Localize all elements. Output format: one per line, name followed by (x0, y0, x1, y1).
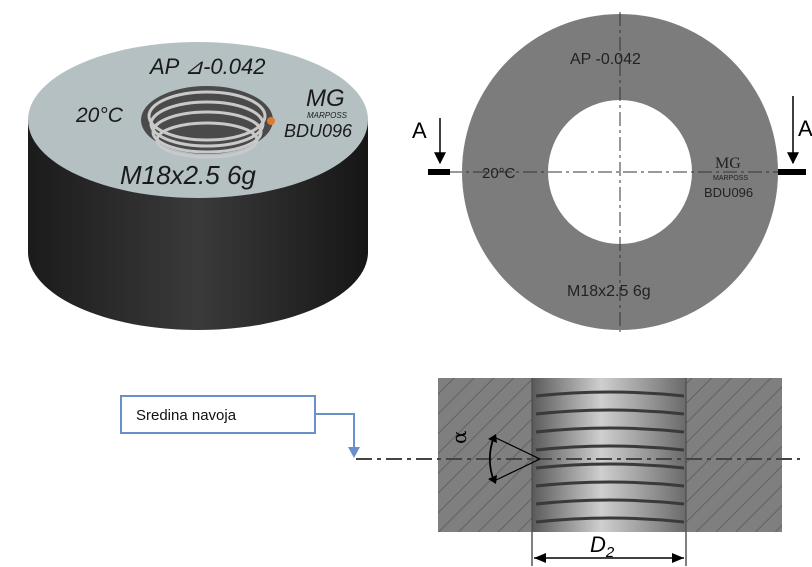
ring-thread-label: M18x2.5 6g (120, 160, 256, 190)
section-view: α D2 (316, 378, 800, 566)
callout-arrow (348, 447, 360, 458)
dim-arrow-left (534, 553, 546, 563)
callout-box: Sredina navoja (120, 395, 316, 434)
diameter-subscript: 2 (605, 544, 615, 561)
ring-temperature-label: 20°C (75, 104, 124, 127)
section-thread-lines (535, 390, 685, 524)
ring-code-label: BDU096 (284, 121, 353, 141)
section-marker-right: A (778, 96, 812, 175)
section-marker-left: A (412, 118, 450, 175)
section-bar-left (428, 169, 450, 175)
front-maker-sub-label: MARPOSS (713, 175, 748, 182)
angle-symbol: α (447, 430, 471, 444)
angle-arrow-upper (488, 434, 497, 443)
front-view: AP -0.042 20°C MG MARPOSS BDU096 M18x2.5… (412, 12, 812, 332)
section-bar-right (778, 169, 806, 175)
front-temperature-label: 20°C (482, 165, 516, 182)
section-thread-bore (532, 378, 686, 532)
dim-arrow-right (672, 553, 684, 563)
angle-arrow-lower (488, 475, 497, 484)
front-thread-label: M18x2.5 6g (567, 283, 651, 300)
ring-bore-threads (147, 90, 267, 159)
ring-maker-label: MG (306, 85, 345, 112)
flank-line-upper (493, 436, 541, 460)
callout-connector (316, 413, 355, 449)
diameter-label: D2 (590, 532, 615, 561)
section-label-left: A (412, 118, 427, 143)
front-maker-label: MG (715, 155, 741, 172)
ring-marker-dot (267, 117, 275, 125)
ring-maker-sub-label: MARPOSS (307, 111, 348, 120)
callout-text: Sredina navoja (136, 407, 237, 424)
front-tolerance-label: AP -0.042 (570, 51, 641, 68)
diameter-letter: D (590, 532, 606, 557)
front-code-label: BDU096 (704, 185, 753, 200)
ring-tolerance-label: AP ⊿-0.042 (148, 54, 265, 79)
section-label-right: A (798, 116, 812, 141)
flank-line-lower (493, 458, 541, 482)
flank-angle: α (447, 430, 541, 484)
diameter-dimension: D2 (531, 532, 687, 566)
ring-3d: AP ⊿-0.042 20°C MG MARPOSS BDU096 M18x2.… (28, 42, 368, 330)
